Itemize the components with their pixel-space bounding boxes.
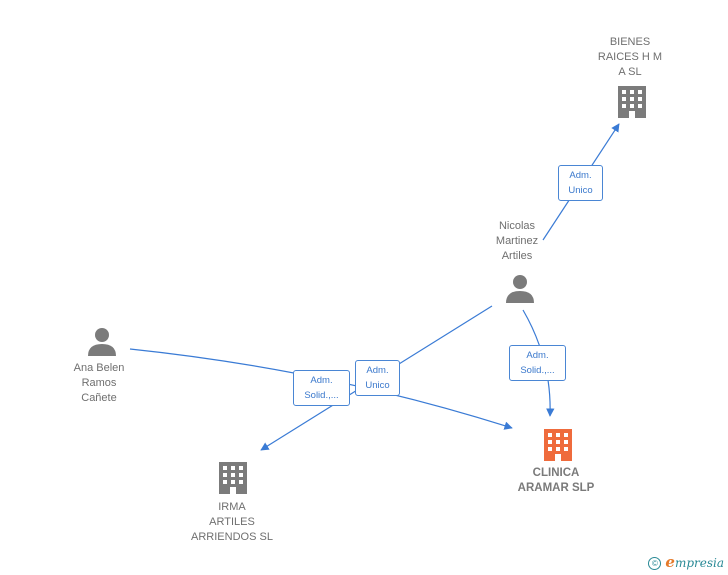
edge-label-nicolas-irma[interactable]: Adm. Unico xyxy=(355,360,400,396)
edge-label-nicolas-clinica[interactable]: Adm. Solid.,... xyxy=(509,345,566,381)
node-label-bienes[interactable]: BIENES RAICES H M A SL xyxy=(597,36,663,78)
empresia-logo: ©empresia xyxy=(648,553,724,571)
node-label-ana[interactable]: Ana Belen Ramos Cañete xyxy=(73,362,125,404)
node-label-clinica[interactable]: CLINICA ARAMAR SLP xyxy=(517,467,595,494)
edge-label-ana-clinica[interactable]: Adm. Solid.,... xyxy=(293,370,350,406)
person-icon[interactable] xyxy=(87,326,117,356)
person-icon[interactable] xyxy=(505,273,535,303)
building-icon[interactable] xyxy=(217,460,249,496)
copyright-icon: © xyxy=(648,557,662,570)
node-label-irma[interactable]: IRMA ARTILES ARRIENDOS SL xyxy=(191,501,273,543)
building-icon[interactable] xyxy=(616,84,648,120)
edge-label-nicolas-bienes[interactable]: Adm. Unico xyxy=(558,165,603,201)
node-label-nicolas[interactable]: Nicolas Martinez Artiles xyxy=(495,220,539,262)
building-icon[interactable] xyxy=(542,427,574,463)
